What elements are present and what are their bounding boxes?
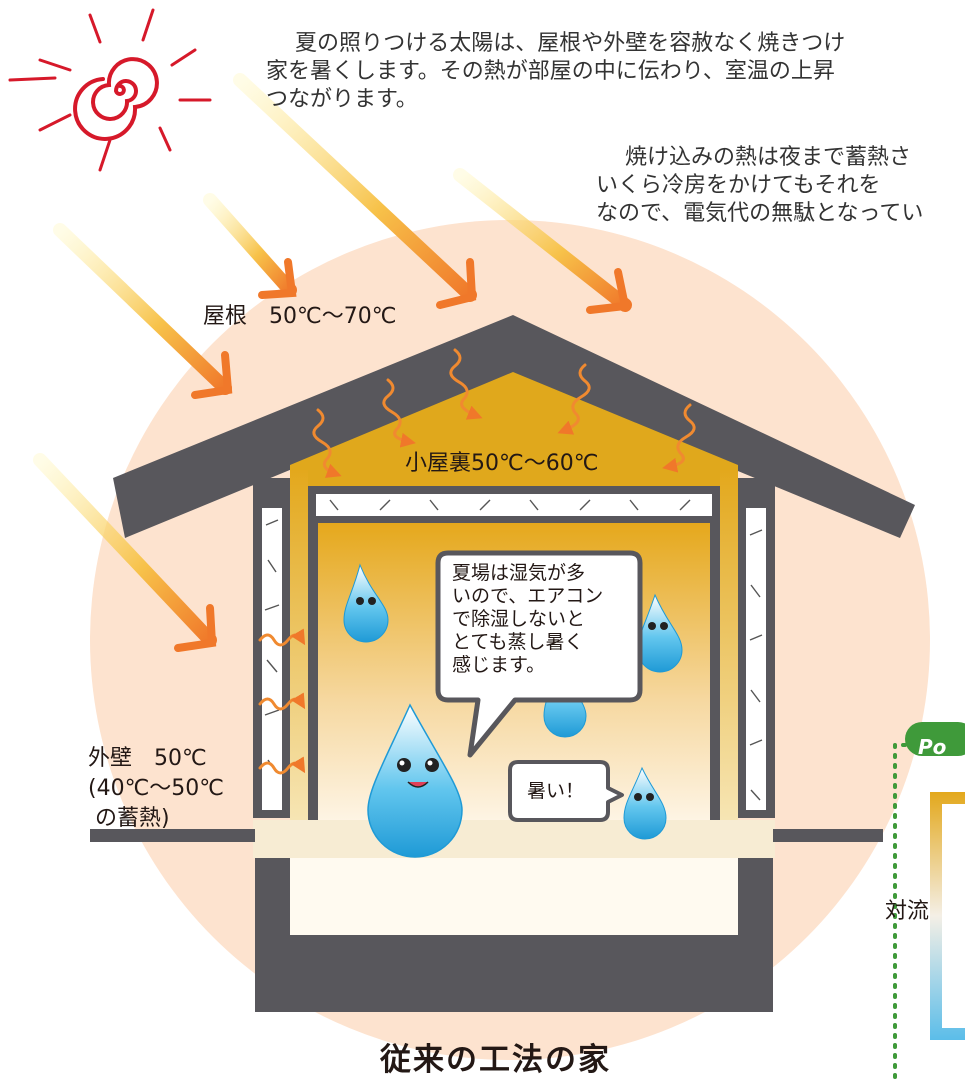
intro2-text-line-1: 焼け込みの熱は夜まで蓄熱さ <box>625 145 912 170</box>
point-dotted-line <box>893 743 907 1082</box>
intro2-text-line-3: なので、電気代の無駄となってい <box>596 201 924 226</box>
ray-arrowheads <box>174 258 630 652</box>
left-post <box>290 470 308 830</box>
speech-line: で除湿しないと <box>452 608 586 630</box>
convection-panel-inner <box>942 804 965 1028</box>
speech-bubble-main-text: 夏場は湿気が多 いので、エアコン で除湿しないと とても蒸し暑く 感じます。 <box>452 562 603 677</box>
speech-line: 感じます。 <box>452 654 546 676</box>
water-drop-character-icon <box>343 563 389 643</box>
wall-temperature-label-line-3: の蓄熱) <box>88 806 170 831</box>
point-badge-label: Po <box>918 735 947 759</box>
intro2-text-line-2: いくら冷房をかけてもそれを <box>596 173 881 198</box>
wall-heat-waves <box>258 628 306 775</box>
roof-temperature-label: 屋根 50℃～70℃ <box>203 304 397 329</box>
crawl-space <box>290 858 738 935</box>
heat-waves <box>312 348 696 478</box>
ground-line-left <box>90 829 255 842</box>
intro-text-line-3: つながります。 <box>266 87 418 112</box>
speech-bubble-hot-text: 暑い！ <box>527 780 585 802</box>
ceiling-insulation <box>316 494 712 516</box>
speech-line: 夏場は湿気が多 <box>452 562 586 584</box>
point-badge <box>905 722 965 756</box>
speech-line: いので、エアコン <box>452 585 604 607</box>
intro-text-line-1: 夏の照りつける太陽は、屋根や外壁を容赦なく焼きつけ <box>295 31 846 56</box>
sun-icon <box>8 8 212 172</box>
sun-rays <box>33 73 632 647</box>
speech-bubble-main <box>435 550 643 758</box>
convection-label: 対流 <box>885 899 930 924</box>
speech-line: とても蒸し暑く <box>452 631 584 653</box>
speech-bubble-hot <box>508 760 624 822</box>
wall-temperature-label-line-2: (40℃～50℃ <box>88 776 224 801</box>
attic-temperature-label: 小屋裏50℃～60℃ <box>405 451 599 476</box>
floor-slab <box>253 820 775 858</box>
ground-line-right <box>773 829 883 842</box>
left-insulation <box>262 508 282 810</box>
roof <box>113 315 915 538</box>
right-insulation <box>746 508 766 810</box>
water-drop-character-icon <box>623 766 667 840</box>
large-water-drop-character-icon <box>367 703 463 858</box>
wall-temperature-label-line-1: 外壁 50℃ <box>88 746 207 771</box>
intro-text-line-2: 家を暑くします。その熱が部屋の中に伝わり、室温の上昇 <box>266 59 835 84</box>
house-caption: 従来の工法の家 <box>380 1042 611 1078</box>
right-post <box>720 470 738 830</box>
